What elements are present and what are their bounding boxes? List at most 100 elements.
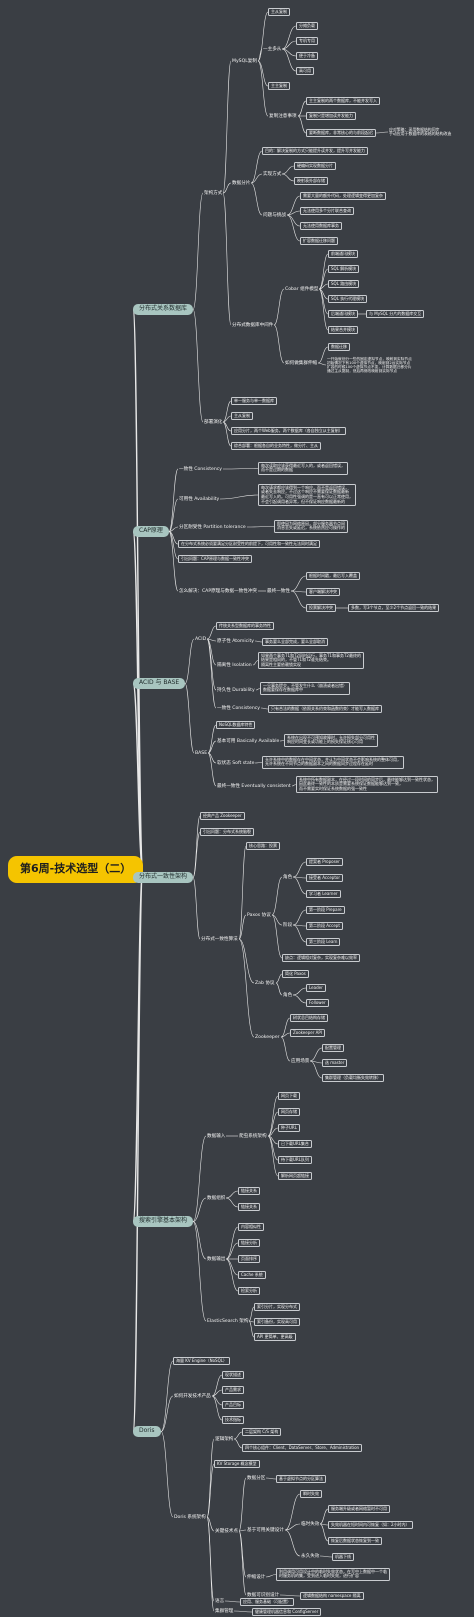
b4-zab-follower[interactable]: Follower xyxy=(306,999,329,1008)
b6-ha-fail[interactable]: 临时失效 xyxy=(301,1521,320,1527)
b1-arch[interactable]: 架构方式 xyxy=(204,190,223,196)
b3-acid-c-desc[interactable]: 只有合法的数据（依照关系约束和函数约束）才能写入数据库 xyxy=(268,705,382,714)
b1-cobar-route-note[interactable]: 与 MySQL 分片的数据库交互 xyxy=(366,310,425,319)
b5-process-0[interactable]: 链接关系 xyxy=(238,1187,260,1196)
b5-input[interactable]: 数据输入 xyxy=(207,1133,226,1139)
b1-mysql[interactable]: MySQL复制 xyxy=(232,58,257,64)
b3-acid-a[interactable]: 原子性 Atomicity xyxy=(217,638,254,644)
b2-vote-note[interactable]: 多数，写3个节点，至少2个节点返回一致的结果 xyxy=(348,604,440,613)
b3-acid-a-desc[interactable]: 事务要么全部完成，要么全部取消 xyxy=(262,638,328,647)
b1-middleware[interactable]: 分布式数据库中间件 xyxy=(232,322,274,328)
b4-algo[interactable]: 分布式一致性算法 xyxy=(201,936,238,942)
b6-howto-1[interactable]: 产品需求 xyxy=(222,1386,244,1395)
b1-cobar-2[interactable]: SQL 路由模块 xyxy=(328,280,360,289)
b3-acid-c[interactable]: 一致性 Consistency xyxy=(217,705,261,711)
b3-base-e[interactable]: 最终一致性 Eventually consistent xyxy=(217,783,291,789)
b2-solve-1[interactable]: 客户端解决冲突 xyxy=(306,588,340,597)
b5-crawl-1[interactable]: 网页存储 xyxy=(278,1108,300,1117)
b5-out-0[interactable]: 内容相似性 xyxy=(238,1223,264,1232)
b5-crawler[interactable]: 爬虫系统架构 xyxy=(239,1133,267,1139)
b5-out-4[interactable]: 检索分析 xyxy=(238,1287,260,1296)
b1-evolution[interactable]: 部署演化 xyxy=(204,419,223,425)
b1-sharding[interactable]: 数据分片 xyxy=(232,180,251,186)
branch-search-engine[interactable]: 搜索引擎基本架构 xyxy=(133,1216,194,1227)
b4-app-1[interactable]: 选 master xyxy=(322,1059,348,1068)
b6-perm-desc[interactable]: 机器下线 xyxy=(332,1553,354,1562)
b4-zab[interactable]: Zab 协议 xyxy=(255,980,275,986)
b1-mysql-master-slave[interactable]: 主从复制 xyxy=(268,8,290,17)
b4-zab-simple[interactable]: 简化 Paxos xyxy=(282,970,309,979)
b3-base[interactable]: BASE xyxy=(195,750,208,756)
b1-impl-1[interactable]: 映射表外部存储 xyxy=(294,177,328,186)
b5-es[interactable]: ElasticSearch 架构 xyxy=(207,1318,249,1324)
b4-zab-leader[interactable]: Leader xyxy=(306,984,326,993)
b6-kv[interactable]: 海量 KV Engine（NoSQL） xyxy=(173,1357,230,1366)
b5-process[interactable]: 数据组织 xyxy=(207,1195,226,1201)
b3-base-s-desc[interactable]: 允许系统中的数据存在中间状态，并认为中间状态不会影响系统的整体可用， 允许系统在… xyxy=(262,756,404,769)
b1-evo-3[interactable]: 综合部署：根据各自的业务特性，做分片、主从 xyxy=(231,442,321,451)
b5-process-1[interactable]: 链接关系 xyxy=(238,1203,260,1212)
b4-core[interactable]: 核心思路：投票 xyxy=(246,842,280,851)
b1-ym-1[interactable]: 专机专用 xyxy=(296,37,318,46)
b1-shard-impl[interactable]: 实现方式 xyxy=(263,171,282,177)
b3-acid-i[interactable]: 隔离性 Isolation xyxy=(217,662,252,668)
b4-paxos-phase[interactable]: 阶段 xyxy=(283,922,293,928)
b3-acid-d[interactable]: 持久性 Durability xyxy=(217,687,255,693)
b4-role-0[interactable]: 提案者 Proposer xyxy=(306,858,343,867)
b4-app-2[interactable]: 集群管理（负载均衡失效转移） xyxy=(322,1074,384,1083)
b2-solve-2[interactable]: 投票解决冲突 xyxy=(306,604,336,613)
branch-doris[interactable]: Doris xyxy=(133,1426,161,1437)
b5-es-0[interactable]: 索引分片，实现分布式 xyxy=(254,1303,300,1312)
b4-role-2[interactable]: 学习者 Learner xyxy=(306,890,341,899)
b4-zk-1[interactable]: Zookeeper API xyxy=(290,1029,325,1038)
b6-partition-desc[interactable]: 基于虚拟节点的分区算法 xyxy=(276,1475,326,1484)
b3-acid-intro[interactable]: 传统关系型数据库的事务特性 xyxy=(216,622,274,631)
b2-point1[interactable]: 在分布式系统必须要满足分区耐受性的前提下，可用性和一致性无法同时满足 xyxy=(178,540,320,549)
b1-expand-migration[interactable]: 数据迁移 xyxy=(328,343,350,352)
b2-solve-0[interactable]: 根据时间戳，最后写入覆盖 xyxy=(306,572,360,581)
b3-acid-d-desc[interactable]: 一旦事务提交，不管发生什么（崩溃或者出错） 数据要保存在数据库中 xyxy=(260,682,350,695)
b4-app-0[interactable]: 配置管理 xyxy=(322,1044,344,1053)
b5-crawl-3[interactable]: 已下载URL集合 xyxy=(278,1140,312,1149)
b6-scale[interactable]: 伸缩设计 xyxy=(247,1574,266,1580)
b6-scale-desc[interactable]: 利用调用可用设计中的临时失效状态，在写中上数据中一个临 时服务机的集，受到进入临… xyxy=(276,1568,390,1581)
b2-c-desc[interactable]: 每次读取应该获得最近写入的，或者返回错误， 而不是过期的数据 xyxy=(258,462,348,475)
b1-mysql-notes[interactable]: 复制注意事项 xyxy=(269,113,297,119)
b6-logic-1[interactable]: 四个核心组件：Client、DataServer、Store、Administr… xyxy=(242,1444,363,1453)
b6-ha[interactable]: 基于可用关键设计 xyxy=(247,1527,284,1533)
b6-cluster-desc[interactable]: 健康管理机器信息和 ConfigServer xyxy=(252,1608,322,1617)
b1-cobar-4[interactable]: 后端通讯模块 xyxy=(328,310,358,319)
b1-note-0[interactable]: 主主复制的两个数据库，不能并发写入 xyxy=(306,97,380,106)
b1-mysql-master-master[interactable]: 主主复制 xyxy=(268,82,290,91)
b6-ha-temp[interactable]: 瞬时失效 xyxy=(300,1490,322,1499)
b6-lang-0[interactable]: 应用、服务基础（可配置） xyxy=(240,1598,294,1607)
b4-phase-0[interactable]: 第一阶段 Prepare xyxy=(306,906,345,915)
b1-one-master-multi-slave[interactable]: 一主多从 xyxy=(263,46,282,52)
b5-es-1[interactable]: 索引备份，实现高可用 xyxy=(254,1318,300,1327)
b2-a-desc[interactable]: 每次请求都应该得到一个响应，而不是返回错误， 或者失去响应，不过这个响应不需要保… xyxy=(258,484,356,506)
b1-expand[interactable]: 如何做集群伸缩 xyxy=(285,360,318,366)
b3-base-ba-desc[interactable]: 系统在出现不可预知故障时，允许损失部分可用性 响应时间变长或功能上的损失保证核心… xyxy=(284,734,378,747)
b4-item-1[interactable]: 引出问题：分布式系统脑裂 xyxy=(200,828,254,837)
b5-out-1[interactable]: 链接分析 xyxy=(238,1239,260,1248)
b4-zookeeper[interactable]: Zookeeper xyxy=(255,1034,280,1040)
b2-final-consistency[interactable]: 最终一致性 xyxy=(267,588,290,594)
b1-ym-3[interactable]: 高可用 xyxy=(296,67,314,76)
b5-crawl-2[interactable]: 种子URL xyxy=(278,1124,300,1133)
b5-out-2[interactable]: 页面排序 xyxy=(238,1255,260,1264)
b1-impl-0[interactable]: 硬编码实现数据分片 xyxy=(294,162,336,171)
b5-output[interactable]: 数据输出 xyxy=(207,1256,226,1262)
b6-howto-3[interactable]: 技术指标 xyxy=(222,1416,244,1425)
b6-howto-0[interactable]: 现状描述 xyxy=(222,1371,244,1380)
b1-shard-issues[interactable]: 问题与挑战 xyxy=(263,212,286,218)
b6-cluster[interactable]: 集群管理 xyxy=(215,1608,234,1614)
b2-solve[interactable]: 怎么解决：CAP原理与数据一致性冲突 xyxy=(179,588,258,594)
b4-phase-1[interactable]: 第二阶段 Accept xyxy=(306,922,343,931)
branch-distributed-db[interactable]: 分布式关系数据库 xyxy=(133,304,194,315)
b3-base-ba[interactable]: 基本可用 Basically Available xyxy=(217,738,280,744)
b3-base-e-desc[interactable]: 系统中所有数据副本，在经过一段时间的同步后，最终能够达到一致性状态， 因此最终一… xyxy=(296,776,438,794)
b1-note-1[interactable]: 复制只是增加读并发能力 xyxy=(306,112,356,121)
b6-ns[interactable]: 数据可识别设计 xyxy=(247,1592,280,1598)
b1-cobar[interactable]: Cobar 组件模型 xyxy=(285,286,319,292)
b4-zk-app[interactable]: 应用场景 xyxy=(291,1058,310,1064)
